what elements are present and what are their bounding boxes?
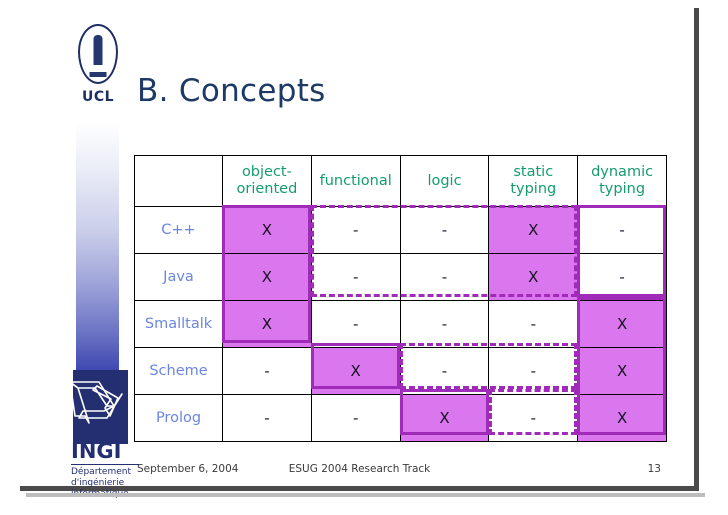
ingi-sub-line-2: d'ingénierie [71,478,125,488]
cell-4-0: - [222,394,312,442]
cell-3-4: X [577,347,667,395]
column-header-dynamic-typing: dynamic typing [577,155,667,207]
ingi-wordmark: INGI [71,439,122,463]
concepts-matrix: object- oriented functional logic static… [134,155,667,442]
cell-4-2: X [399,394,490,442]
cell-3-2: - [399,347,490,395]
column-header-line-1: functional [319,172,392,189]
slide-drop-shadow [26,493,705,497]
cell-2-1: - [310,300,401,348]
decorative-gradient-strip [76,121,119,374]
cell-1-0: X [222,253,312,301]
column-header-line-1: static [513,164,554,180]
cell-0-3: X [488,206,579,254]
cell-1-3: X [488,253,579,301]
cell-0-1: - [310,206,401,254]
slide-footer: September 6, 2004 ESUG 2004 Research Tra… [20,463,699,483]
page-title: B. Concepts [137,73,326,109]
cell-3-1: X [310,347,401,395]
slide-canvas: UCL INGI Département d'ingénierie [20,8,699,499]
footer-date: September 6, 2004 [137,463,239,475]
cell-4-3: - [488,394,579,442]
column-header-logic: logic [399,155,490,207]
ucl-logo: UCL [68,24,128,116]
table-header-row: object- oriented functional logic static… [134,155,667,207]
column-header-line-1: logic [427,172,462,189]
cell-0-4: - [577,206,667,254]
column-header-line-2: oriented [236,181,298,197]
branding-sidebar: UCL INGI Département d'ingénierie [60,8,139,499]
cell-1-1: - [310,253,401,301]
row-label-java: Java [134,253,223,301]
ingi-sub-line-1: Département [71,467,131,477]
cell-4-1: - [310,394,401,442]
table-row: Scheme-X--X [134,347,667,395]
ucl-crest-icon [78,24,118,84]
column-header-functional: functional [310,155,401,207]
cell-2-3: - [488,300,579,348]
column-header-static-typing: static typing [488,155,579,207]
column-header-object-oriented: object- oriented [222,155,312,207]
ucl-wordmark: UCL [81,89,115,105]
footer-page-number: 13 [647,463,661,475]
cell-1-4: - [577,253,667,301]
cell-1-2: - [399,253,490,301]
cell-3-0: - [222,347,312,395]
table-corner-cell [134,155,223,207]
table-row: Prolog--X-X [134,394,667,442]
concepts-table: object- oriented functional logic static… [134,155,667,442]
row-label-prolog: Prolog [134,394,223,442]
cell-2-2: - [399,300,490,348]
cell-3-3: - [488,347,579,395]
cell-0-2: - [399,206,490,254]
column-header-line-2: typing [599,181,646,197]
cell-2-4: X [577,300,667,348]
cell-2-0: X [222,300,312,348]
column-header-line-1: object- [241,164,292,180]
row-label-smalltalk: Smalltalk [134,300,223,348]
table-row: C++X--X- [134,206,667,254]
column-header-line-1: dynamic [591,164,654,180]
row-label-scheme: Scheme [134,347,223,395]
cell-0-0: X [222,206,312,254]
penrose-triangle-icon [69,381,123,424]
row-label-c-: C++ [134,206,223,254]
cell-4-4: X [577,394,667,442]
footer-event: ESUG 2004 Research Track [288,463,431,475]
column-header-line-2: typing [510,181,557,197]
